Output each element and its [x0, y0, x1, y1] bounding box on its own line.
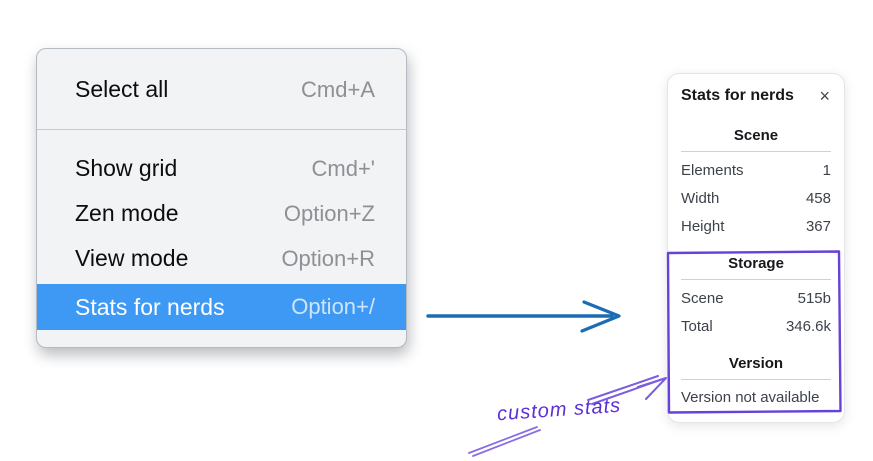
menu-item-shortcut: Option+R	[281, 245, 375, 271]
menu-item-label: View mode	[75, 245, 189, 271]
menu-item-label: Stats for nerds	[75, 293, 225, 320]
stats-panel: Stats for nerds × Scene Elements 1 Width…	[667, 73, 845, 423]
stat-row-total-storage: Total 346.6k	[681, 312, 831, 340]
section-heading-storage: Storage	[728, 255, 784, 272]
stat-value: 346.6k	[785, 317, 831, 335]
stat-label: Height	[681, 217, 725, 235]
version-note: Version not available	[681, 389, 820, 406]
close-icon[interactable]: ×	[819, 86, 830, 106]
stat-label: Elements	[681, 161, 744, 179]
menu-item-shortcut: Cmd+'	[311, 155, 376, 181]
flow-arrow-right-icon	[426, 300, 621, 333]
menu-item-shortcut: Option+Z	[283, 200, 375, 226]
stat-row-height: Height 367	[681, 212, 831, 240]
stat-row-width: Width 458	[681, 184, 831, 212]
menu-item-label: Show grid	[75, 155, 178, 181]
stat-value: 515b	[797, 289, 831, 307]
section-divider	[681, 279, 831, 280]
stats-panel-title: Stats for nerds	[681, 87, 794, 104]
annotation-text: custom stats	[496, 394, 622, 426]
stat-value: 367	[805, 217, 831, 235]
context-menu: Select all Cmd+A Show grid Cmd+' Zen mod…	[36, 48, 407, 348]
menu-item-shortcut: Option+/	[291, 294, 375, 319]
section-divider	[681, 151, 831, 152]
section-heading-version: Version	[728, 355, 784, 372]
stat-row-scene-storage: Scene 515b	[681, 284, 831, 312]
stat-label: Width	[681, 189, 720, 207]
menu-divider	[37, 129, 406, 130]
menu-item-label: Zen mode	[75, 200, 179, 226]
menu-item-stats-for-nerds[interactable]: Stats for nerds Option+/	[37, 284, 406, 330]
stat-label: Scene	[681, 289, 724, 307]
section-heading-scene: Scene	[733, 127, 779, 144]
menu-item-view-mode[interactable]: View mode Option+R	[37, 236, 406, 281]
menu-item-show-grid[interactable]: Show grid Cmd+'	[37, 146, 406, 191]
menu-item-shortcut: Cmd+A	[301, 76, 375, 102]
menu-item-select-all[interactable]: Select all Cmd+A	[37, 67, 406, 112]
annotation-arrow-tail	[468, 426, 541, 457]
stat-label: Total	[681, 317, 713, 335]
menu-item-label: Select all	[75, 76, 169, 102]
stat-value: 1	[822, 161, 831, 179]
stat-row-elements: Elements 1	[681, 156, 831, 184]
section-divider	[681, 379, 831, 380]
stat-value: 458	[805, 189, 831, 207]
stats-panel-header: Stats for nerds ×	[681, 87, 831, 105]
menu-item-zen-mode[interactable]: Zen mode Option+Z	[37, 191, 406, 236]
